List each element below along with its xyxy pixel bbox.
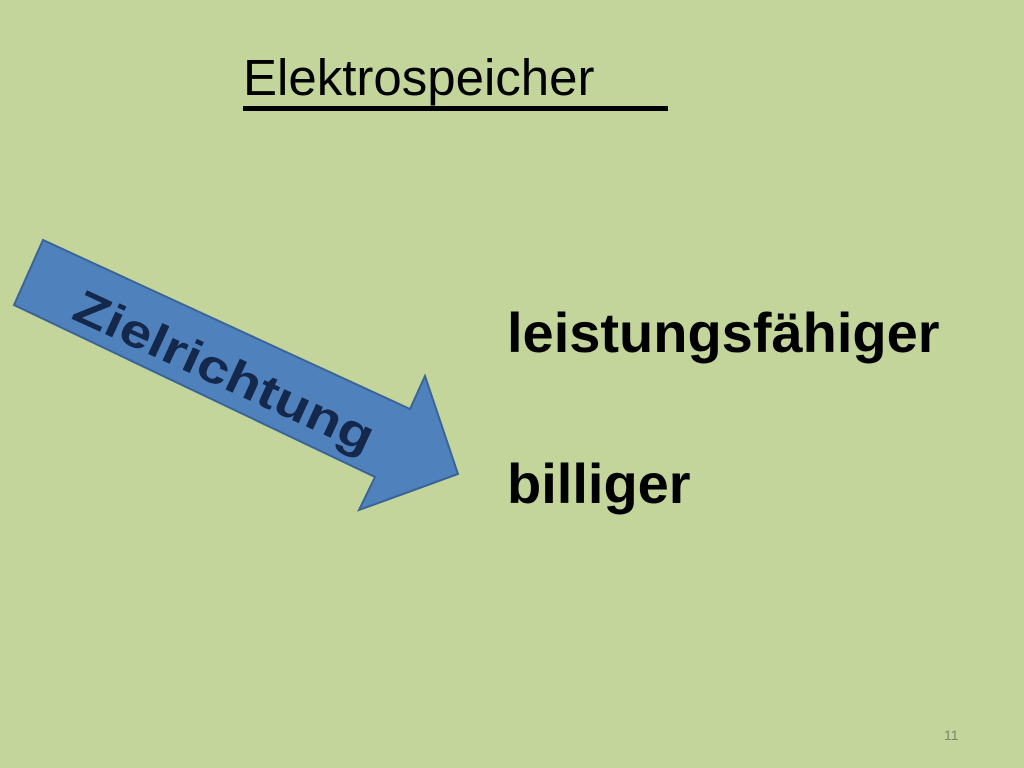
page-number: 11 xyxy=(944,727,959,743)
arrow-shape xyxy=(12,238,460,512)
slide-title: Elektrospeicher xyxy=(243,49,595,106)
point-leistungsfaehiger: leistungsfähiger xyxy=(507,301,940,364)
arrow-label: Zielrichtung xyxy=(66,279,383,463)
title-underline xyxy=(243,106,668,111)
point-billiger: billiger xyxy=(507,452,691,515)
